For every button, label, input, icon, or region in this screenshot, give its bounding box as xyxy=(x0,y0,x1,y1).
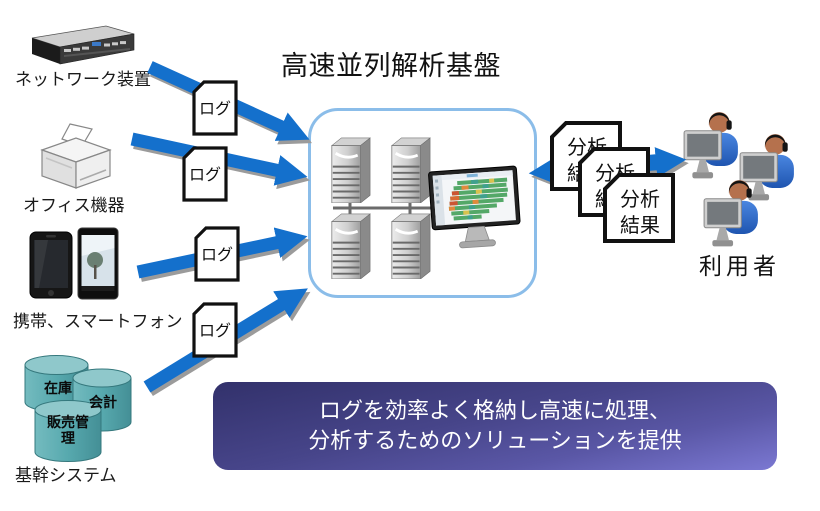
log-doc-label: ログ xyxy=(189,166,221,184)
result-doc-3: 分析 結果 xyxy=(603,173,675,243)
db-label-sales: 販売管理 xyxy=(47,414,89,446)
log-doc-label: ログ xyxy=(199,322,231,340)
core-system-databases-icon xyxy=(24,355,132,462)
result-doc-line2: 結果 xyxy=(620,214,660,237)
users-group xyxy=(683,111,795,247)
result-doc-line1: 分析 xyxy=(620,188,660,211)
users-label: 利用者 xyxy=(699,253,780,279)
platform-box xyxy=(308,108,537,298)
db-label-inventory: 在庫 xyxy=(44,380,72,396)
user-icon xyxy=(703,179,759,247)
solution-banner: ログを効率よく格納し高速に処理、 分析するためのソリューションを提供 xyxy=(213,382,777,470)
log-doc-4: ログ xyxy=(192,302,238,358)
log-doc-3: ログ xyxy=(194,226,240,282)
platform-contents xyxy=(330,136,521,279)
user-icon xyxy=(683,111,739,179)
core-system-label: 基幹システム xyxy=(15,466,117,485)
platform-title: 高速並列解析基盤 xyxy=(281,51,501,81)
smartphones-icon xyxy=(29,227,119,300)
server-icon xyxy=(390,212,432,279)
server-icon xyxy=(330,136,372,203)
banner-line-2: 分析するためのソリューションを提供 xyxy=(308,428,682,453)
log-doc-1: ログ xyxy=(192,80,238,136)
server-icon xyxy=(330,212,372,279)
log-doc-label: ログ xyxy=(199,100,231,118)
log-doc-2: ログ xyxy=(182,146,228,202)
network-device-label: ネットワーク装置 xyxy=(15,70,151,89)
db-cylinder-inventory xyxy=(24,355,89,412)
monitor-chart-bars xyxy=(448,177,508,221)
banner-line-1: ログを効率よく格納し高速に処理、 xyxy=(318,398,671,423)
network-device-icon xyxy=(31,25,135,65)
db-cylinder-sales xyxy=(34,400,102,462)
log-doc-label: ログ xyxy=(201,246,233,264)
mobile-devices-label: 携帯、スマートフォン xyxy=(13,312,183,331)
db-label-accounting: 会計 xyxy=(89,394,117,410)
printer-icon xyxy=(40,123,112,189)
office-equipment-label: オフィス機器 xyxy=(23,196,125,215)
analysis-monitor-icon xyxy=(428,165,521,249)
server-icon xyxy=(390,136,432,203)
